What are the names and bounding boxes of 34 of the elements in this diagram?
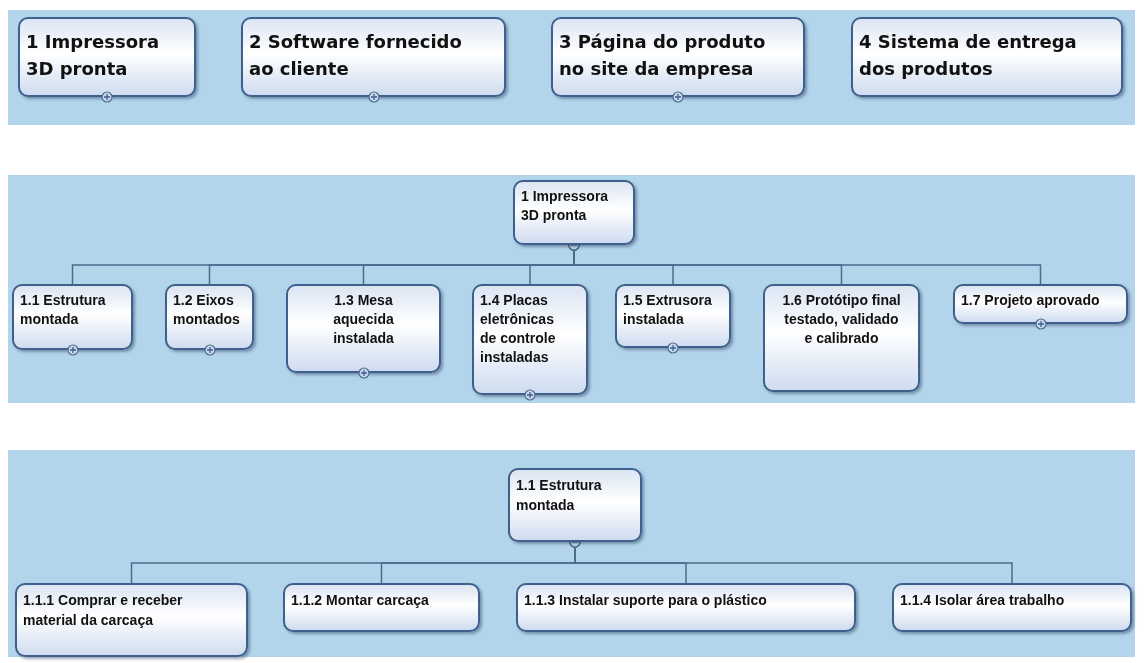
task-box [165, 284, 254, 350]
task-label: 1.1 Estrutura montada [516, 476, 603, 515]
task-box [286, 284, 441, 373]
task-label: 1.7 Projeto aprovado [961, 291, 1101, 310]
task-box [615, 284, 731, 348]
task-label: 1.6 Protótipo final testado, validado e calibrado [781, 291, 902, 348]
task-label: 1 Impressora 3D pronta [26, 30, 161, 81]
task-box [516, 583, 856, 632]
task-box [513, 180, 635, 245]
task-box [12, 284, 133, 350]
task-box [283, 583, 480, 632]
task-label: 1.1.3 Instalar suporte para o plástico [524, 591, 768, 610]
task-label: 1.2 Eixos montados [173, 291, 241, 329]
task-label: 1.4 Placas eletrônicas de controle instaladas [480, 291, 557, 367]
task-box [508, 468, 642, 542]
task-label: 4 Sistema de entrega dos produtos [859, 30, 1078, 81]
task-box [763, 284, 920, 392]
task-label: 2 Software fornecido ao cliente [249, 30, 463, 81]
task-box [953, 284, 1128, 324]
task-label: 3 Página do produto no site da empresa [559, 30, 767, 81]
task-box [551, 17, 805, 97]
task-box [472, 284, 588, 395]
task-label: 1.1.2 Montar carcaça [291, 591, 430, 610]
task-label: 1.1.1 Comprar e receber material da carcaça [23, 591, 184, 630]
task-box [241, 17, 506, 97]
task-box [18, 17, 196, 97]
task-label: 1 Impressora 3D pronta [521, 187, 610, 225]
task-box [892, 583, 1132, 632]
task-box [15, 583, 248, 657]
task-label: 1.3 Mesa aquecida instalada [332, 291, 395, 348]
task-label: 1.1 Estrutura montada [20, 291, 107, 329]
task-label: 1.5 Extrusora instalada [623, 291, 713, 329]
task-box [851, 17, 1123, 97]
task-label: 1.1.4 Isolar área trabalho [900, 591, 1066, 610]
